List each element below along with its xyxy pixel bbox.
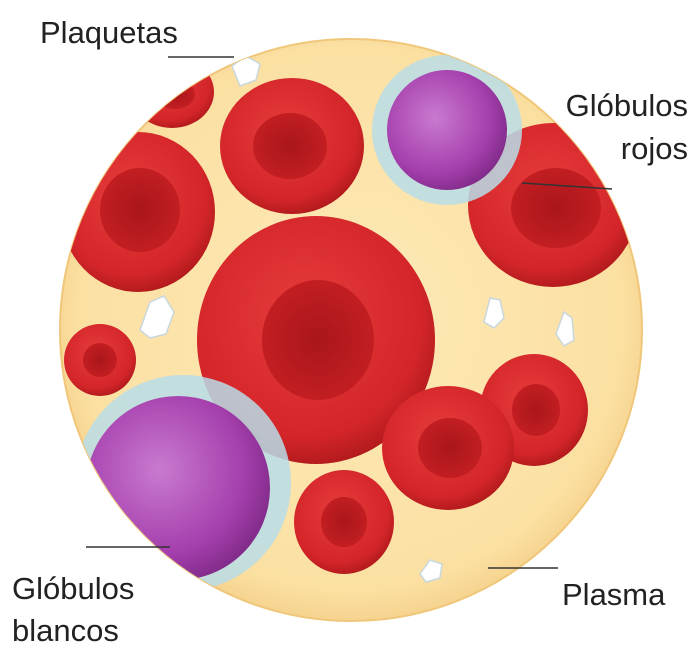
red-blood-cell [294,470,394,574]
red-blood-cell [220,78,364,214]
white-cells-label-line1: Glóbulos [12,571,134,606]
red-blood-cell [64,324,136,396]
red-cells-label-line2: rojos [621,131,688,166]
red-blood-cell [382,386,514,510]
plasma-label: Plasma [562,577,666,612]
red-cells-label-line1: Glóbulos [566,88,688,123]
white-blood-cell [75,375,291,591]
red-blood-cell [130,56,214,128]
white-blood-cell [372,55,522,205]
platelets-label: Plaquetas [40,15,178,50]
white-cells-label-line2: blancos [12,613,119,648]
